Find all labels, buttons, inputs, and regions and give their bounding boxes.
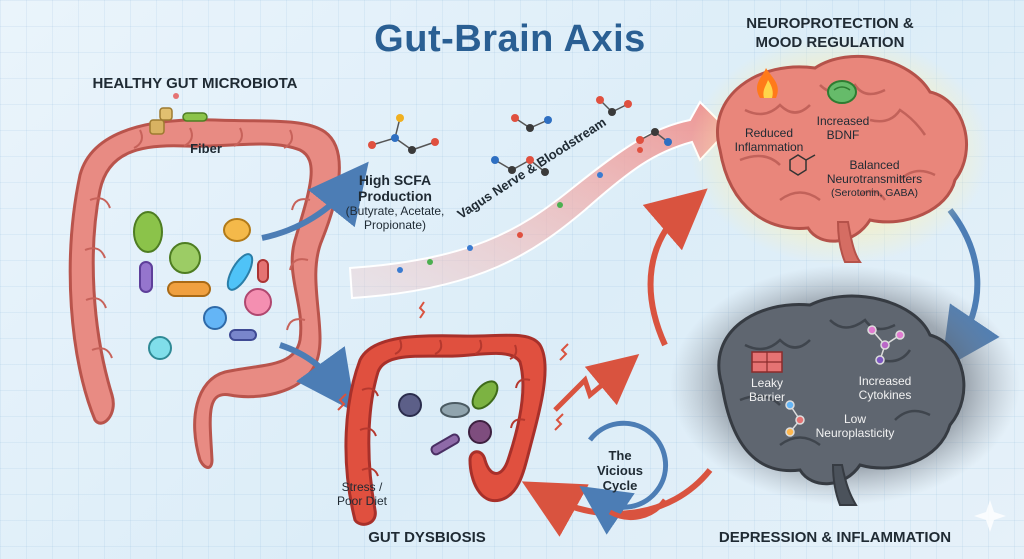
dysbiosis-intestine bbox=[337, 301, 569, 526]
balanced-title-line1: Balanced bbox=[849, 158, 900, 172]
barrier-icon bbox=[751, 351, 783, 373]
cytokine-icon bbox=[867, 325, 905, 365]
stress-line1: Stress / bbox=[341, 480, 383, 494]
molecule-icon bbox=[789, 154, 816, 176]
zigzag-arrow bbox=[553, 353, 640, 412]
balanced-detail: (Serotonin, GABA) bbox=[831, 187, 918, 199]
vicious-cycle-line3: Cycle bbox=[602, 478, 638, 493]
stress-label: Stress / Poor Diet bbox=[328, 480, 396, 508]
low-neuroplasticity-line1: Low bbox=[843, 412, 866, 426]
scfa-detail-line1: (Butyrate, Acetate, bbox=[345, 204, 445, 218]
dysbiosis-header: GUT DYSBIOSIS bbox=[368, 529, 486, 546]
healthy-brain bbox=[690, 35, 990, 265]
depression-header: DEPRESSION & INFLAMMATION bbox=[718, 529, 952, 546]
increased-cytokines-line1: Increased bbox=[858, 374, 912, 388]
vicious-cycle-icon bbox=[579, 420, 669, 535]
stress-line2: Poor Diet bbox=[336, 494, 388, 508]
molecule-atoms bbox=[368, 96, 672, 273]
neuroprotection-header: NEUROPROTECTION & MOOD REGULATION bbox=[730, 14, 930, 52]
increased-cytokines-line2: Cytokines bbox=[858, 388, 912, 402]
leaky-barrier-line2: Barrier bbox=[748, 390, 785, 404]
vicious-cycle-line2: Vicious bbox=[596, 463, 643, 478]
arrow-gut-to-dysbiosis bbox=[279, 342, 356, 413]
scfa-title-line1: High SCFA bbox=[358, 172, 432, 188]
increased-bdnf-label: Increased BDNF bbox=[808, 114, 878, 142]
flame-icon bbox=[756, 68, 778, 98]
balanced-title-line2: Neurotransmitters bbox=[826, 172, 923, 186]
small-brain-icon bbox=[827, 80, 857, 104]
low-neuroplasticity-label: Low Neuroplasticity bbox=[805, 412, 905, 440]
scfa-detail-line2: Propionate) bbox=[363, 218, 427, 232]
fiber-icon bbox=[149, 93, 208, 135]
neuroprotection-header-line2: MOOD REGULATION bbox=[755, 34, 905, 51]
reduced-inflammation-line2: Inflammation bbox=[734, 140, 804, 154]
neuroprotection-header-line1: NEUROPROTECTION & bbox=[746, 15, 914, 32]
reduced-inflammation-line1: Reduced bbox=[744, 126, 794, 140]
healthy-intestine bbox=[68, 93, 341, 469]
vicious-cycle-label: The Vicious Cycle bbox=[590, 448, 650, 493]
scfa-label: High SCFA Production (Butyrate, Acetate,… bbox=[340, 172, 450, 232]
arrow-to-healthy-brain bbox=[642, 188, 708, 347]
reduced-inflammation-label: Reduced Inflammation bbox=[730, 126, 808, 154]
leaky-barrier-label: Leaky Barrier bbox=[742, 376, 792, 404]
scfa-title-line2: Production bbox=[358, 188, 432, 204]
inflamed-brain bbox=[670, 265, 1020, 506]
fiber-label: Fiber bbox=[190, 141, 222, 156]
arrow-gut-to-scfa bbox=[261, 161, 369, 241]
balanced-neurotransmitters-label: Balanced Neurotransmitters (Serotonin, G… bbox=[812, 158, 937, 200]
vicious-cycle-line1: The bbox=[608, 448, 632, 463]
low-neuroplasticity-line2: Neuroplasticity bbox=[815, 426, 895, 440]
diagram-title: Gut-Brain Axis bbox=[374, 18, 646, 60]
increased-cytokines-label: Increased Cytokines bbox=[845, 374, 925, 402]
leaky-barrier-line1: Leaky bbox=[750, 376, 784, 390]
healthy-gut-header: HEALTHY GUT MICROBIOTA bbox=[92, 75, 298, 92]
sparkle-icon bbox=[974, 500, 1006, 532]
neuron-icon bbox=[785, 400, 805, 437]
increased-bdnf-line1: Increased bbox=[816, 114, 870, 128]
increased-bdnf-line2: BDNF bbox=[826, 128, 860, 142]
